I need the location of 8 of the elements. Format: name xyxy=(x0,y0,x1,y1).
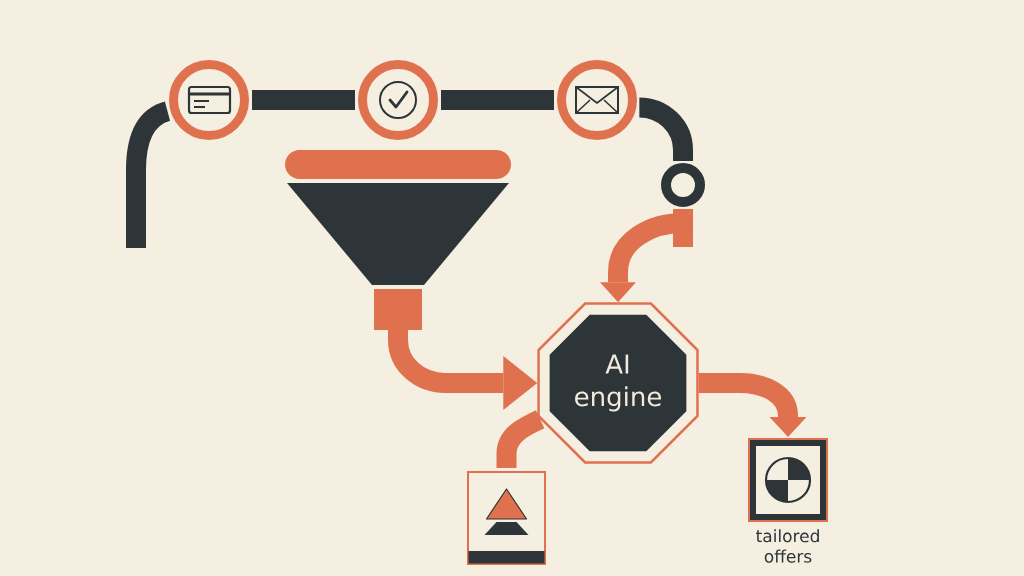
connector-line xyxy=(441,90,554,110)
node-label: tailored offers xyxy=(756,529,819,563)
arrow xyxy=(600,209,693,303)
connector-ring xyxy=(661,163,705,207)
connector-line xyxy=(252,90,355,110)
octagon-node: AI engine xyxy=(537,302,699,464)
arrow xyxy=(698,373,807,437)
funnel xyxy=(285,150,511,330)
